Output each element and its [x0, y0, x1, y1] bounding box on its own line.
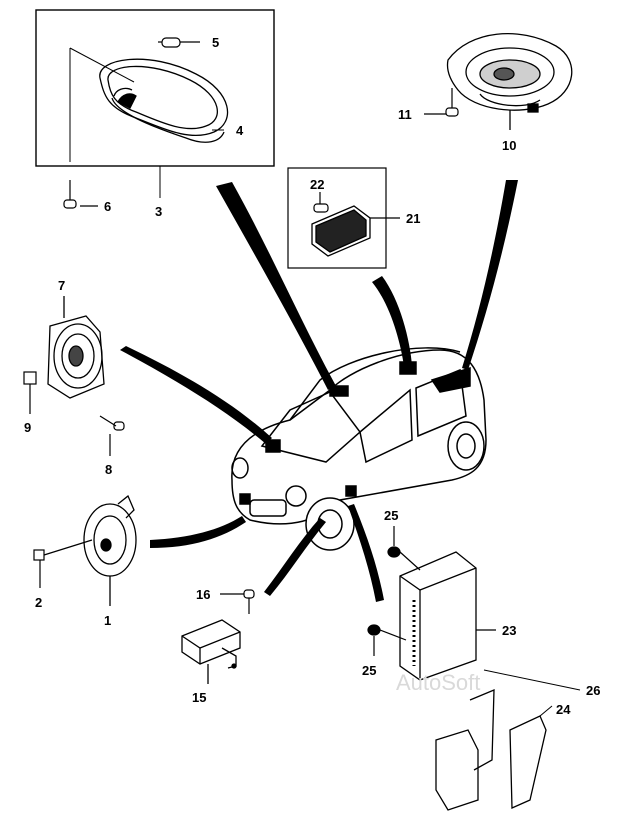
watermark: AutoSoft [396, 670, 480, 695]
rear-speaker-10 [446, 32, 573, 130]
bulb-22 [313, 192, 329, 213]
callout-25-top: 25 [384, 508, 398, 523]
callout-26: 26 [586, 683, 600, 698]
callout-16: 16 [196, 587, 210, 602]
control-unit-23 [399, 551, 496, 681]
bolt-2 [33, 539, 93, 588]
callout-21: 21 [406, 211, 420, 226]
callout-11: 11 [398, 107, 412, 122]
callout-1: 1 [104, 613, 111, 628]
leader-swooshes [120, 180, 518, 602]
callout-9: 9 [24, 420, 31, 435]
callout-25-bottom: 25 [362, 663, 376, 678]
bulb-5 [158, 37, 200, 48]
callout-22: 22 [310, 177, 324, 192]
clip-9 [23, 371, 37, 414]
callout-5: 5 [212, 35, 219, 50]
callout-23: 23 [502, 623, 516, 638]
bracket-26 [483, 669, 581, 717]
relay-15 [181, 619, 241, 684]
callout-24: 24 [556, 702, 571, 717]
callout-2: 2 [35, 595, 42, 610]
screw-25-bottom [367, 624, 407, 656]
map-lamp-21 [311, 205, 400, 257]
callout-3: 3 [155, 204, 162, 219]
screw-8 [99, 415, 125, 456]
screw-25-top [387, 526, 421, 571]
callout-10: 10 [502, 138, 516, 153]
car-illustration [231, 347, 487, 551]
screw-6 [63, 180, 98, 209]
screw-11 [424, 88, 459, 117]
callout-15: 15 [192, 690, 206, 705]
inset-box-dome-lamp [35, 9, 275, 167]
callout-6: 6 [104, 199, 111, 214]
front-speaker-7 [47, 296, 105, 399]
screw-16 [220, 589, 255, 614]
dome-lamp-assembly [99, 58, 229, 143]
horn-1 [83, 494, 137, 606]
callout-4: 4 [236, 123, 244, 138]
bracket-24 [435, 689, 547, 811]
callout-8: 8 [105, 462, 112, 477]
callout-7: 7 [58, 278, 65, 293]
